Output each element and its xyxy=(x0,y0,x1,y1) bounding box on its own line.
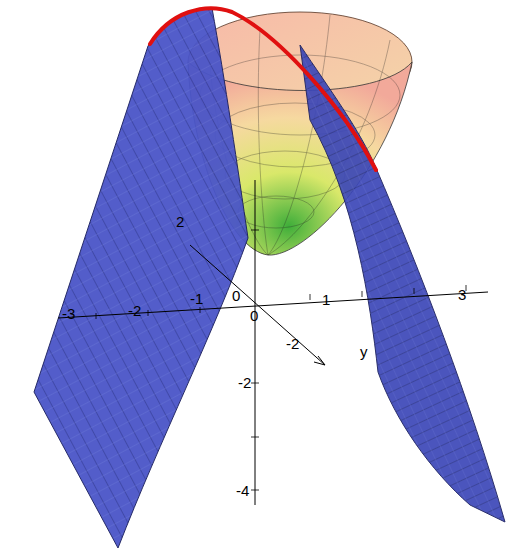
tick-label: -2 xyxy=(128,303,141,318)
tick-label: 3 xyxy=(458,287,466,302)
tick-label: 0 xyxy=(232,288,240,303)
tick-label: 1 xyxy=(322,292,330,307)
tick-label: 2 xyxy=(176,214,184,229)
tick-label: 0 xyxy=(250,308,258,323)
axis-name: y xyxy=(360,344,368,359)
tick-label: -2 xyxy=(286,336,299,351)
tick-label: -1 xyxy=(190,291,203,306)
tick-label: -4 xyxy=(236,483,249,498)
tick-label: -3 xyxy=(62,306,75,321)
tick-label: -2 xyxy=(238,375,251,390)
